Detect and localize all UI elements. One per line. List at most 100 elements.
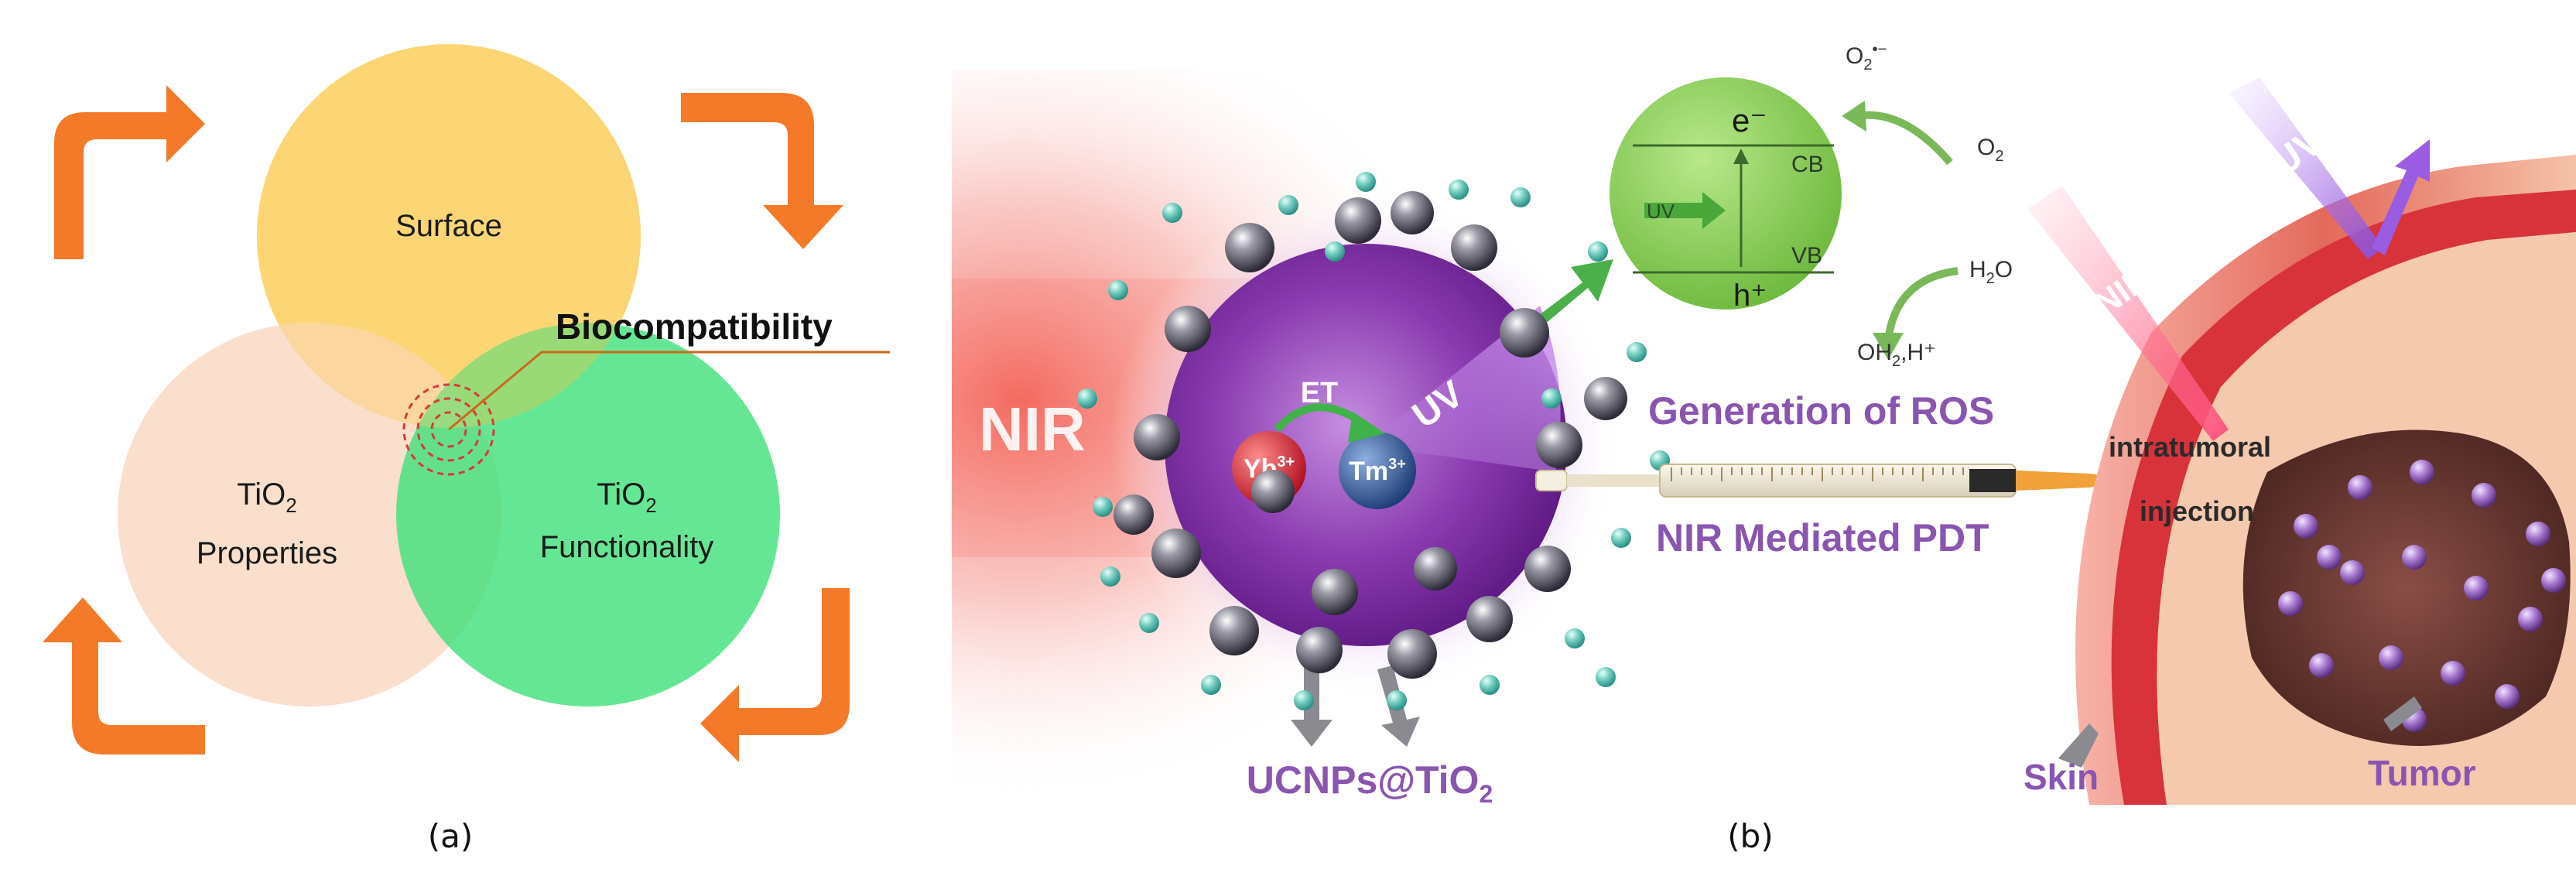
titania-nanosphere [1500, 308, 1549, 358]
ucnps-label: UCNPs@TiO2 [1247, 758, 1493, 808]
titania-nanosphere [1451, 224, 1497, 271]
functionality-circle [396, 323, 780, 707]
shell-nanodot [1480, 675, 1500, 695]
band-e-label: e⁻ [1732, 102, 1767, 139]
shell-nanodot [1541, 388, 1562, 409]
shell-nanodot [1611, 528, 1631, 548]
shell-nanodot [1510, 187, 1531, 207]
uv-beam [2229, 77, 2383, 259]
syringe [1535, 464, 2136, 498]
shell-nanodot [1449, 180, 1469, 200]
excitation-arrowhead-icon [1733, 149, 1749, 164]
functionality-label: TiO2 [597, 477, 656, 517]
tumor-nanoparticle [2472, 483, 2496, 508]
oh-label-sub: 2 [1892, 353, 1900, 370]
panel-b: NIR UV Yb3+ Tm3+ ET UCNPs@TiO2 UV e⁻ CB … [952, 41, 2576, 855]
cycle-arrows [43, 85, 850, 762]
tumor-particles [2278, 460, 2566, 732]
target-ring-inner [430, 411, 467, 448]
tumor-nanoparticle [2402, 545, 2427, 570]
titania-nanosphere [1151, 529, 1201, 578]
properties-label-main: TiO [237, 477, 286, 512]
injection-label-line1: intratumoral [2109, 431, 2271, 463]
o2-radical-main: O [1846, 43, 1863, 69]
tumor-mass [2242, 429, 2571, 746]
shell-nanodot [1093, 497, 1113, 517]
shell-nanodot [1100, 566, 1120, 587]
panel-a: Surface TiO2 Properties TiO2 Functionali… [43, 44, 890, 855]
caption-b: (b) [1727, 817, 1773, 855]
shell-nanodot [1278, 195, 1298, 215]
tumor-nanoparticle [2518, 607, 2543, 631]
titania-nanosphere [1312, 569, 1358, 615]
tm-label-main: Tm [1349, 457, 1388, 486]
titania-nanosphere [1414, 547, 1457, 590]
oh-label-main: OH [1857, 340, 1892, 365]
h2o-label-sub: 2 [1986, 270, 1995, 287]
o2-label-sub: 2 [1995, 148, 2003, 165]
tumor-nanoparticle [2379, 645, 2403, 670]
h2o-label-end: O [1995, 257, 2013, 282]
tumor-nanoparticle [2495, 684, 2520, 709]
yb-label-sup: 3+ [1277, 453, 1295, 471]
ros-label: Generation of ROS [1648, 389, 1994, 433]
properties-label-sub: 2 [286, 494, 296, 517]
arrow-bottom-right-icon [700, 588, 850, 762]
oh-label: OH2,H⁺ [1857, 340, 1936, 370]
ucnps-label-main: UCNPs@TiO [1247, 758, 1480, 802]
tm-label: Tm3+ [1349, 456, 1406, 486]
titania-nanosphere [1296, 627, 1343, 673]
syringe-scale [1671, 467, 1964, 481]
target-ring-outer [402, 383, 495, 476]
skin-label: Skin [2024, 757, 2099, 797]
surface-nanospheres [1077, 172, 1670, 710]
o2-radical-sup: •− [1872, 41, 1887, 58]
oh-label-end: ,H⁺ [1900, 340, 1936, 365]
titania-nanosphere [1225, 223, 1274, 272]
target-ring-middle [416, 397, 481, 462]
properties-label-line2: Properties [197, 536, 337, 570]
o2-radical-sub: 2 [1863, 56, 1872, 74]
band-uv-arrow-icon [1644, 192, 1726, 229]
callout-leader-line [448, 351, 890, 431]
titania-nanosphere [1165, 306, 1211, 352]
band-h-label: h⁺ [1733, 279, 1767, 313]
shell-nanodot [1565, 628, 1585, 648]
shell-nanodot [1627, 342, 1647, 362]
tumor-nanoparticle [2348, 475, 2372, 500]
syringe-rod [1567, 474, 1660, 487]
tm-label-sup: 3+ [1388, 456, 1406, 473]
nir-beam [2027, 186, 2229, 441]
syringe-needle-cap [2016, 471, 2136, 491]
h2o-reaction-head-icon [1873, 333, 1904, 360]
tumor-nanoparticle [2541, 568, 2566, 593]
functionality-label-main: TiO [597, 477, 645, 512]
et-arrowhead-icon [1348, 412, 1385, 443]
shell-nanodot [1201, 675, 1221, 695]
shell-nanodot [1356, 172, 1376, 192]
shell-nanodot [1108, 280, 1128, 300]
h2o-reaction-arrow-icon [1884, 267, 1959, 341]
injection-label-line2: injection [2140, 495, 2254, 527]
shell-nanodot [1139, 613, 1159, 633]
skin-red-band [2111, 190, 2576, 805]
tm-ion [1339, 432, 1416, 509]
biocompatibility-label: Biocompatibility [556, 306, 833, 347]
tumor-nanoparticle [2441, 661, 2465, 686]
shell-nanodot [1077, 388, 1097, 409]
shell-nanodot [1387, 690, 1407, 710]
skin-pointer-icon [2058, 724, 2099, 768]
titania-nanosphere [1391, 191, 1434, 234]
tumor-nanoparticle [2340, 560, 2365, 585]
tumor-label: Tumor [2368, 753, 2476, 793]
titania-nanosphere [1114, 494, 1154, 535]
o2-radical-label: O2•− [1846, 41, 1887, 74]
o2-reaction-arrow-icon [1856, 111, 1953, 166]
tumor-nanoparticle [2410, 460, 2434, 484]
functionality-label-line2: Functionality [540, 530, 714, 564]
titania-nanosphere [1335, 197, 1381, 244]
titania-nanosphere [1584, 377, 1627, 420]
band-cb-label: CB [1791, 152, 1824, 177]
tumor-nanoparticle [2294, 514, 2318, 539]
et-label: ET [1301, 377, 1339, 409]
